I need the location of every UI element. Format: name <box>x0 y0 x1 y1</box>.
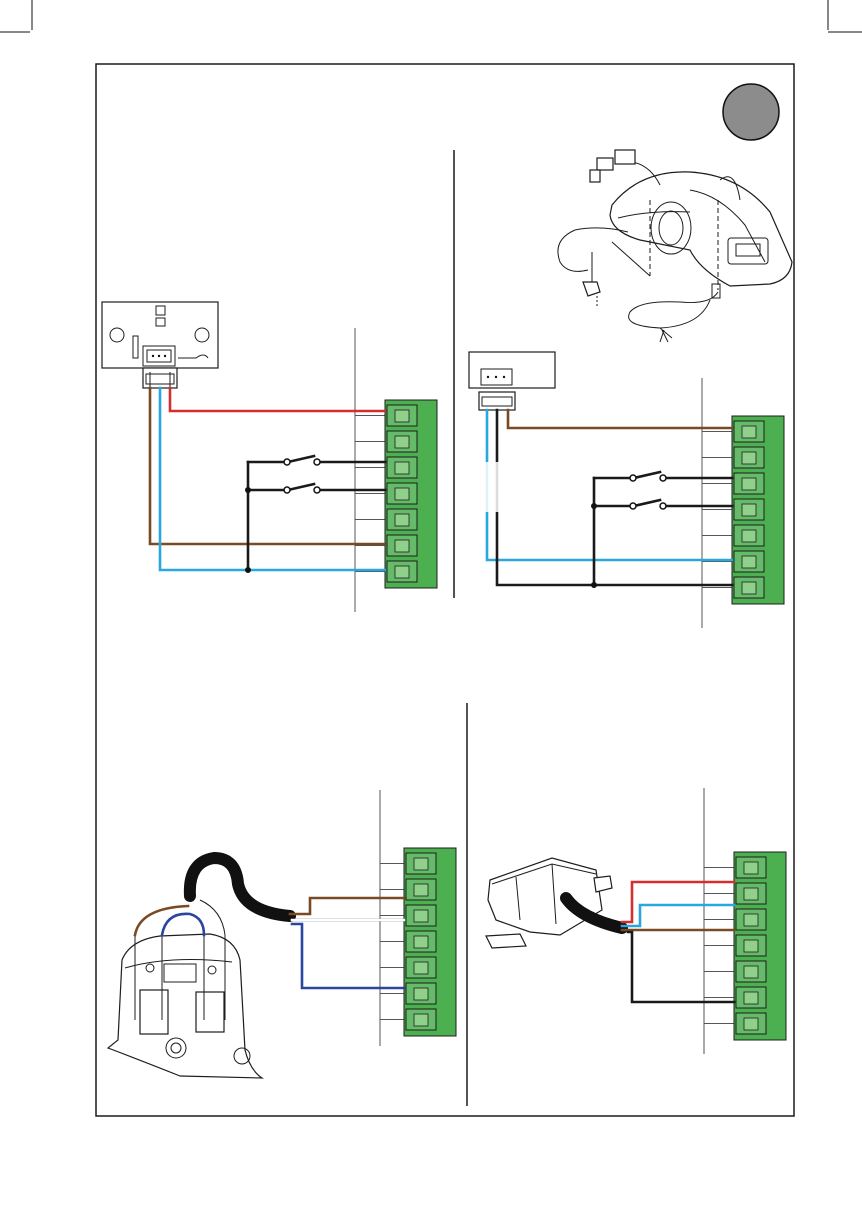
junction <box>245 487 251 493</box>
wire-brown <box>508 410 732 428</box>
device-illustration <box>558 150 792 342</box>
terminal-screw <box>414 962 428 974</box>
connector-plug <box>143 368 177 388</box>
terminal-screw <box>395 540 409 552</box>
junction <box>591 582 597 588</box>
switch-1 <box>634 472 660 478</box>
terminal-screw <box>395 410 409 422</box>
terminal-screw <box>742 504 756 516</box>
sensor-illustration <box>486 858 622 948</box>
terminal-screw <box>414 884 428 896</box>
terminal-screw <box>744 888 758 900</box>
panel-bottom-left <box>108 790 456 1078</box>
switch-2 <box>288 484 314 490</box>
terminal-screw <box>395 566 409 578</box>
terminal-screw <box>395 436 409 448</box>
panel-top-left <box>102 302 437 612</box>
junction <box>591 503 597 509</box>
wire-dark-blue <box>292 924 404 988</box>
terminal-screw <box>742 478 756 490</box>
terminal-block <box>404 848 456 1036</box>
terminal-screw <box>744 1018 758 1030</box>
switch-1 <box>288 456 314 462</box>
terminal-screw <box>744 940 758 952</box>
terminal-screw <box>742 556 756 568</box>
terminal-screw <box>414 988 428 1000</box>
terminal-screw <box>395 488 409 500</box>
terminal-screw <box>414 910 428 922</box>
terminal-screw <box>742 426 756 438</box>
terminal-screw <box>744 914 758 926</box>
terminal-screw <box>414 858 428 870</box>
terminal-block <box>734 852 786 1040</box>
control-board <box>102 302 218 368</box>
terminal-block <box>732 416 784 604</box>
terminal-screw <box>395 462 409 474</box>
terminal-screw <box>744 992 758 1004</box>
connector-plug <box>479 392 515 410</box>
control-board <box>469 352 555 388</box>
wire-light-blue <box>487 410 732 560</box>
panel-top-right <box>469 150 792 628</box>
terminal-screw <box>742 582 756 594</box>
wire-light-blue <box>622 905 734 926</box>
limit-switch-illustration <box>108 858 290 1078</box>
figure-badge <box>723 84 779 140</box>
terminal-screw <box>742 452 756 464</box>
terminal-screw <box>744 966 758 978</box>
wire-black <box>628 932 734 1002</box>
terminal-screw <box>742 530 756 542</box>
wire-brown <box>290 898 404 914</box>
terminal-screw <box>414 1014 428 1026</box>
switch-2 <box>634 500 660 506</box>
crop-marks <box>0 0 862 32</box>
junction <box>245 567 251 573</box>
wire-red <box>170 388 385 411</box>
terminal-block <box>385 400 437 588</box>
terminal-screw <box>414 936 428 948</box>
terminal-screw <box>744 862 758 874</box>
panel-bottom-right <box>486 788 786 1054</box>
terminal-screw <box>395 514 409 526</box>
